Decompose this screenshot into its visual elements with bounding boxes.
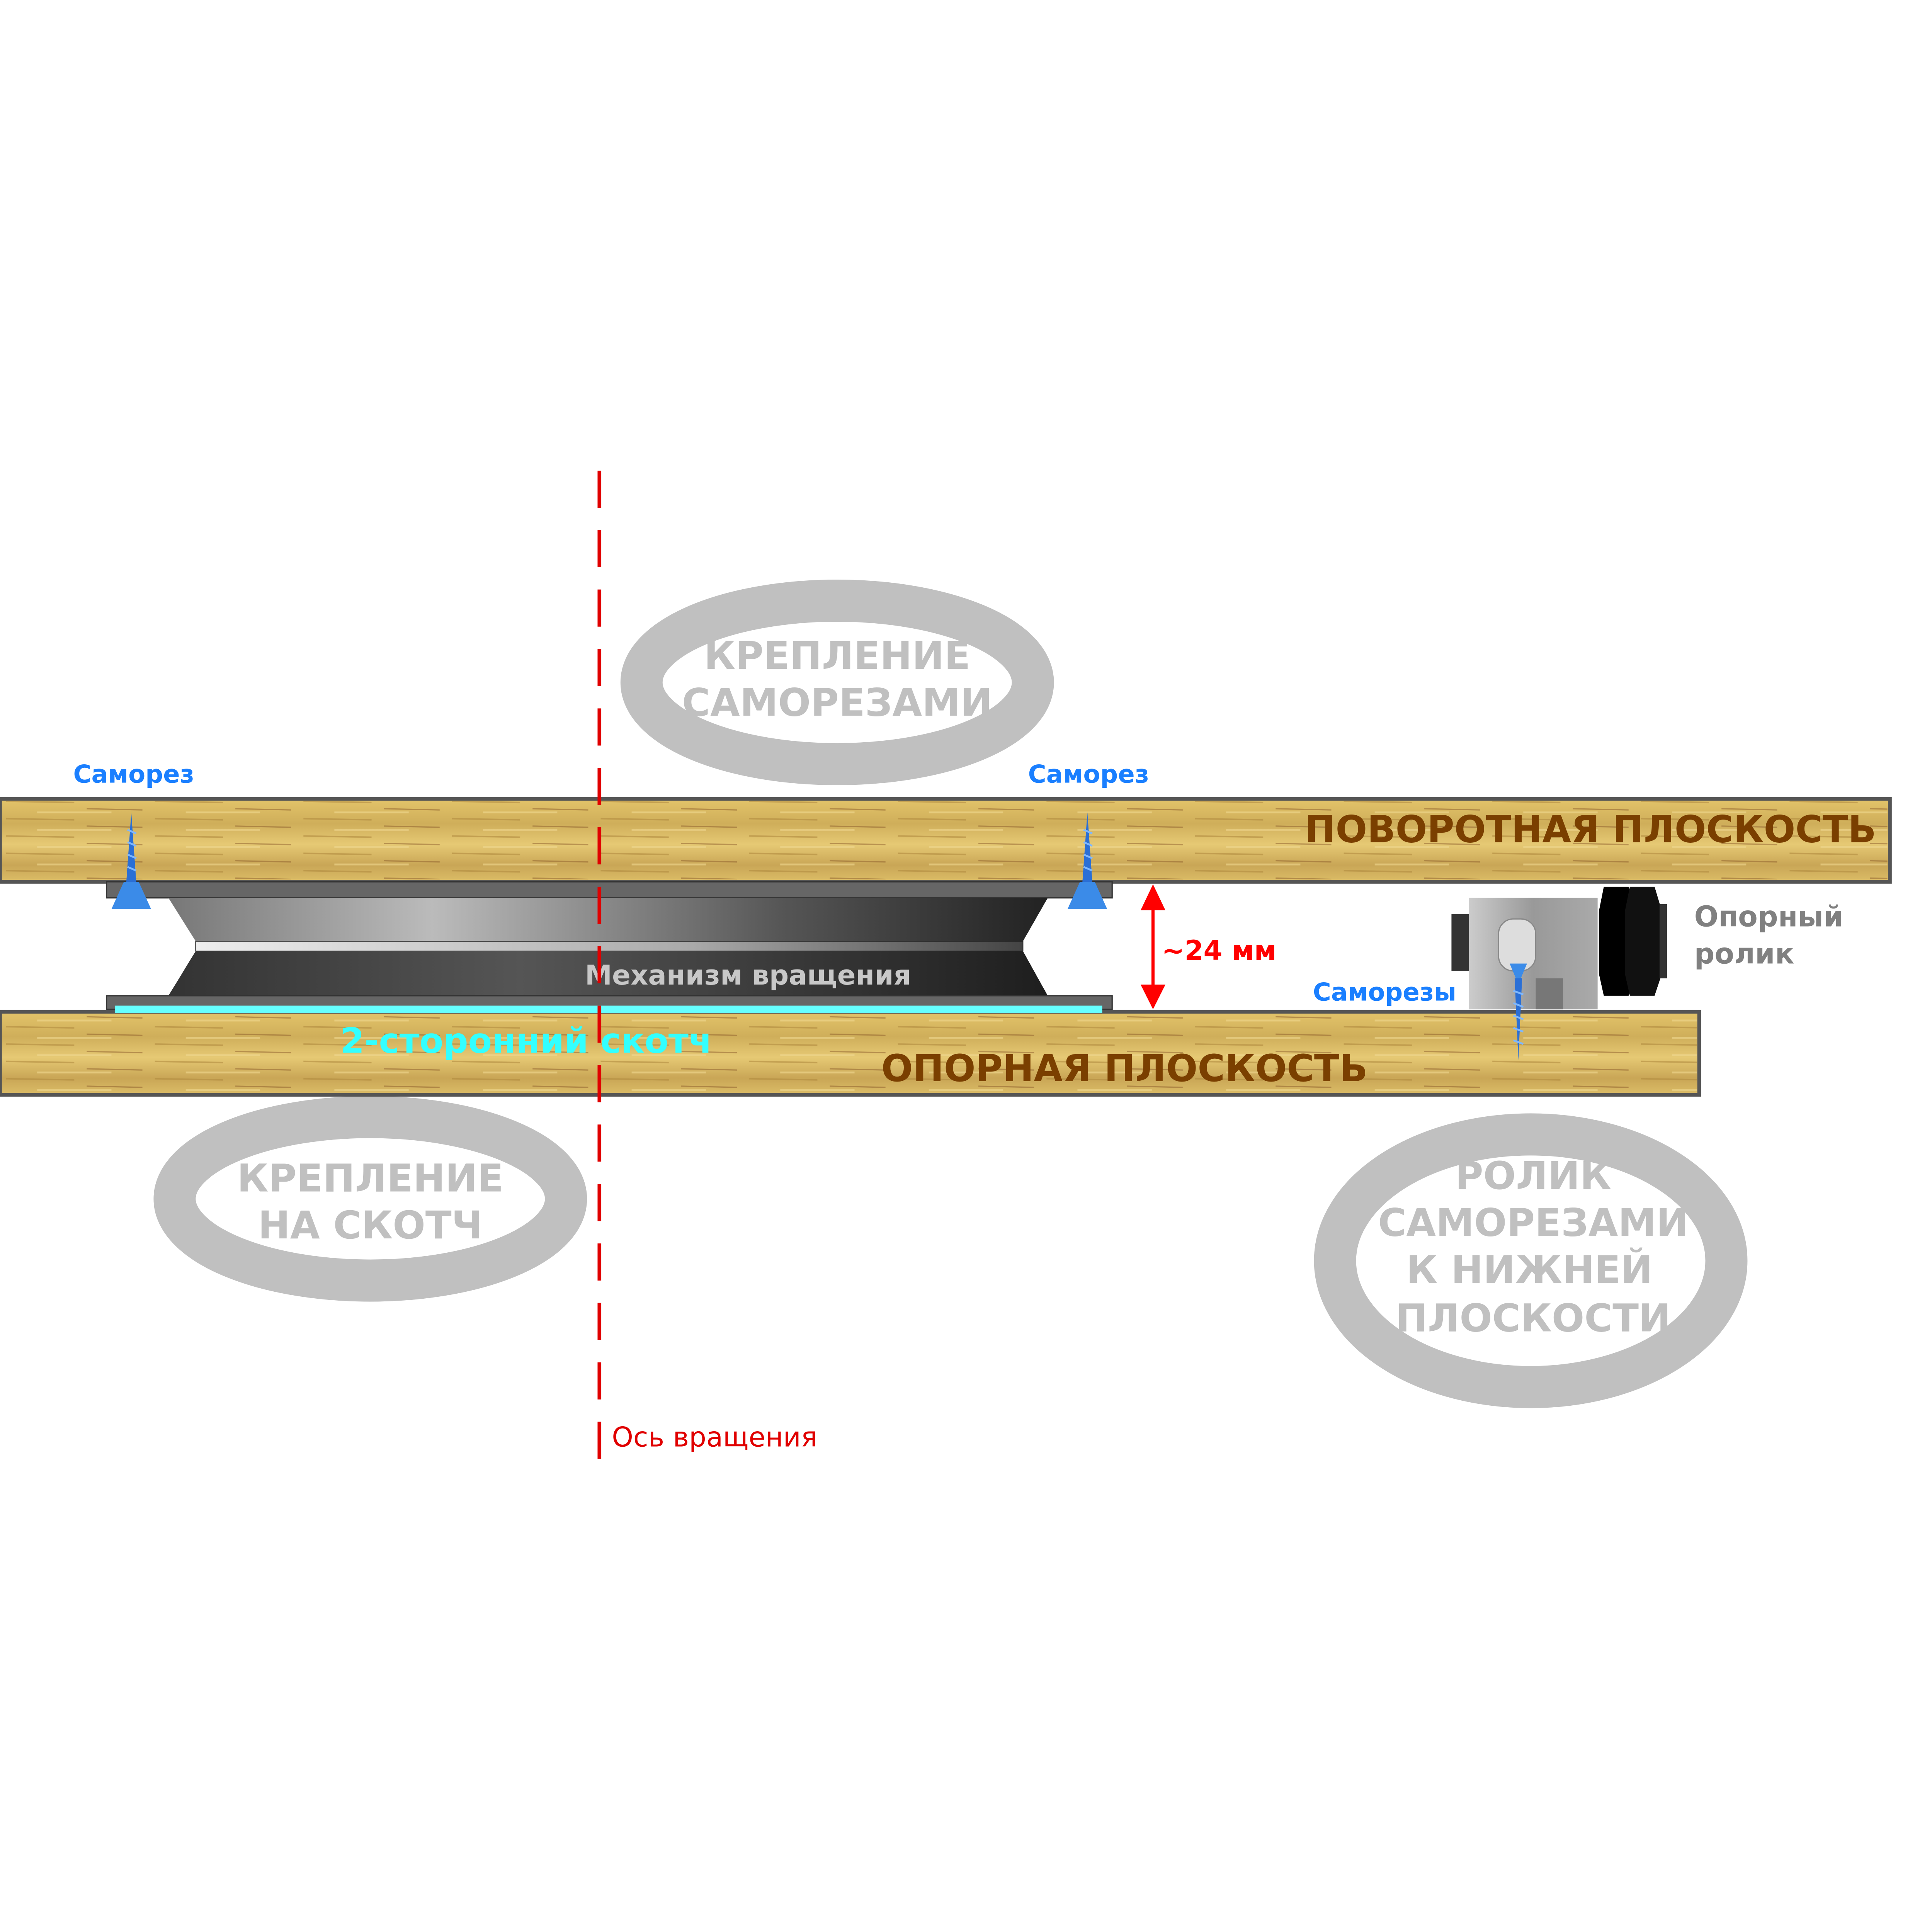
support-roller — [1451, 886, 1667, 1010]
roller-screw-icon — [1510, 963, 1527, 1060]
roller-label-line1: Опорный — [1694, 900, 1844, 933]
screw-left-label: Саморез — [73, 760, 194, 789]
tape-label: 2-сторонний скотч — [340, 1021, 713, 1061]
callout-line: КРЕПЛЕНИЕ — [237, 1156, 504, 1201]
callout-line: НА СКОТЧ — [258, 1203, 483, 1248]
callout-screw-mount: КРЕПЛЕНИЕ САМОРЕЗАМИ — [620, 580, 1054, 786]
mechanism-label: Механизм вращения — [585, 959, 911, 991]
support-plane-label: ОПОРНАЯ ПЛОСКОСТЬ — [881, 1047, 1368, 1090]
rotation-mechanism: Механизм вращения — [106, 881, 1113, 1010]
callout-line: ПЛОСКОСТИ — [1396, 1296, 1671, 1341]
double-sided-tape — [115, 1005, 1102, 1013]
rotating-plane-label: ПОВОРОТНАЯ ПЛОСКОСТЬ — [1304, 808, 1876, 851]
callout-line: КРЕПЛЕНИЕ — [704, 634, 971, 678]
screw-icon — [1067, 812, 1107, 909]
callout-line: САМОРЕЗАМИ — [682, 681, 992, 725]
gap-dimension-arrow — [1140, 884, 1166, 1010]
callout-roller-mount: РОЛИК САМОРЕЗАМИ К НИЖНЕЙ ПЛОСКОСТИ — [1314, 1113, 1748, 1408]
callout-tape-mount: КРЕПЛЕНИЕ НА СКОТЧ — [153, 1096, 587, 1302]
screw-icon — [111, 812, 151, 909]
callout-line: РОЛИК — [1455, 1154, 1611, 1198]
screw-right-label: Саморез — [1028, 760, 1149, 789]
callout-line: САМОРЕЗАМИ — [1378, 1201, 1688, 1245]
roller-screws-label: Саморезы — [1313, 978, 1456, 1007]
support-plane-board: ОПОРНАЯ ПЛОСКОСТЬ — [0, 1010, 1701, 1097]
gap-label: ~24 мм — [1162, 935, 1276, 966]
callout-line: К НИЖНЕЙ — [1406, 1247, 1653, 1293]
roller-label-line2: ролик — [1694, 938, 1794, 971]
axis-label: Ось вращения — [612, 1422, 817, 1453]
rotating-plane-board: ПОВОРОТНАЯ ПЛОСКОСТЬ — [0, 797, 1892, 884]
